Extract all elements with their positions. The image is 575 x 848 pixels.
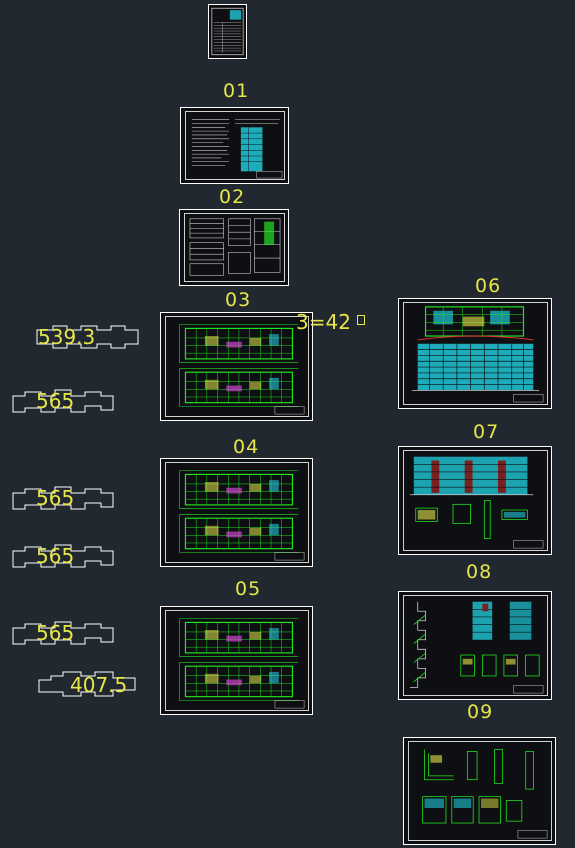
cover-sheet-drawing xyxy=(211,7,244,56)
sheet-05-drawing xyxy=(179,618,305,709)
sheet-07-drawing xyxy=(409,456,544,549)
sheet-06-drawing xyxy=(411,306,544,403)
sheet-08[interactable] xyxy=(398,591,552,700)
area-label-565-b: 565 xyxy=(36,486,75,510)
sheet-label-05: 05 xyxy=(235,578,262,600)
sheet-07[interactable] xyxy=(398,446,552,555)
sheet-06[interactable] xyxy=(398,298,552,409)
outline-539-3[interactable] xyxy=(35,322,140,352)
sheet-label-04: 04 xyxy=(233,436,260,458)
cover-sheet[interactable] xyxy=(208,4,247,59)
area-label-565-c: 565 xyxy=(36,544,75,568)
sheet-04-drawing xyxy=(179,470,305,561)
annotation-text: 3=42 xyxy=(296,310,351,334)
outline-407-5[interactable] xyxy=(37,670,137,698)
sheet-label-02: 02 xyxy=(219,186,246,208)
cursor-marker xyxy=(357,315,365,325)
area-label-407-5: 407.5 xyxy=(70,673,128,697)
outline-565-c[interactable] xyxy=(11,541,115,571)
sheet-09[interactable] xyxy=(403,737,556,845)
sheet-label-07: 07 xyxy=(473,421,500,443)
sheet-05[interactable] xyxy=(160,606,313,715)
sheet-09-drawing xyxy=(422,749,548,839)
sheet-label-09: 09 xyxy=(467,701,494,723)
outline-565-a[interactable] xyxy=(11,386,115,416)
sheet-label-08: 08 xyxy=(466,561,493,583)
sheet-01-drawing xyxy=(191,119,283,179)
area-label-565-d: 565 xyxy=(36,621,75,645)
sheet-03[interactable] xyxy=(160,312,313,421)
sheet-03-drawing xyxy=(179,324,305,415)
sheet-02[interactable] xyxy=(179,209,289,286)
sheet-02-drawing xyxy=(189,218,281,276)
sheet-label-01: 01 xyxy=(223,80,250,102)
area-label-539-3: 539.3 xyxy=(38,325,96,349)
sheet-04[interactable] xyxy=(160,458,313,567)
sheet-label-06: 06 xyxy=(475,275,502,297)
area-label-565-a: 565 xyxy=(36,389,75,413)
outline-565-d[interactable] xyxy=(11,618,115,648)
sheet-01[interactable] xyxy=(180,107,289,184)
outline-565-b[interactable] xyxy=(11,483,115,513)
sheet-08-drawing xyxy=(409,601,544,694)
sheet-label-03: 03 xyxy=(225,289,252,311)
